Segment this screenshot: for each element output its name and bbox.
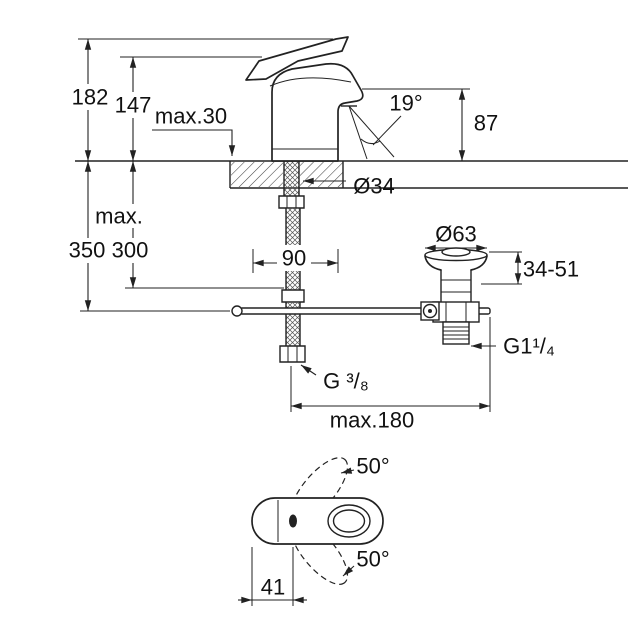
dimension-thread-drain: G1¹/₄ [471,334,555,359]
dimension-34-51: 34-51 [481,251,579,285]
spout-ring-outer [327,504,371,538]
dimension-max180: max.180 [290,317,491,433]
dim-label-182: 182 [72,85,109,110]
spout-angle-lines [348,105,395,160]
dim-label-50-top: 50° [356,454,389,479]
dim-label-g1-1-4: G1¹/₄ [503,334,555,359]
drain-thread [442,321,470,345]
spout-ring-inner [332,509,366,533]
dim-label-g3-8: G ³/₈ [323,369,369,394]
dimension-182: 182 [69,38,333,161]
dim-label-19deg: 19° [389,91,422,116]
dimension-max30: max.30 [152,104,236,156]
dim-label-34-51: 34-51 [523,257,579,282]
hose-nut [279,345,306,363]
drain-plug [441,247,471,257]
counter-hatch-left [231,162,283,187]
faucet-lever [245,36,349,81]
dimension-spout-angle: 19° [372,91,423,146]
dimension-147: 147 [112,56,262,161]
dim-label-147: 147 [115,93,152,118]
dimension-swing-bottom: 50° [342,547,390,577]
dim-label-350: 350 [69,238,106,263]
drain-nut [432,301,480,323]
dimension-41: 41 [238,547,307,606]
dim-label-300: 300 [112,238,149,263]
dimension-swing-top: 50° [340,454,390,479]
dim-label-max-prefix: max. [95,204,143,229]
dimension-thread-hose: G ³/₈ [300,364,369,394]
dim-label-dia34: Ø34 [353,174,395,199]
faucet-side-view [245,36,364,162]
faucet-top-view [251,457,384,585]
rod-knob [231,305,243,317]
handle-pivot [289,514,297,528]
dim-label-87: 87 [474,111,498,136]
body-outline-top [251,497,384,545]
dim-label-41: 41 [261,575,285,600]
dimension-90: 90 [252,245,339,273]
dim-label-max30: max.30 [155,104,227,129]
dimension-87: 87 [362,88,498,161]
drain-assembly [420,247,488,345]
dim-label-max180: max.180 [330,408,414,433]
dimension-dia34: Ø34 [303,174,395,199]
faucet-body [271,62,364,162]
dim-label-dia63: Ø63 [435,222,477,247]
dimension-dia63: Ø63 [425,222,487,252]
dimension-350-300: max. 350 300 [66,161,284,312]
counter-hatch-right [300,162,343,187]
dim-label-90: 90 [282,246,306,271]
dim-label-50-bottom: 50° [356,547,389,572]
counter-section [75,160,628,189]
